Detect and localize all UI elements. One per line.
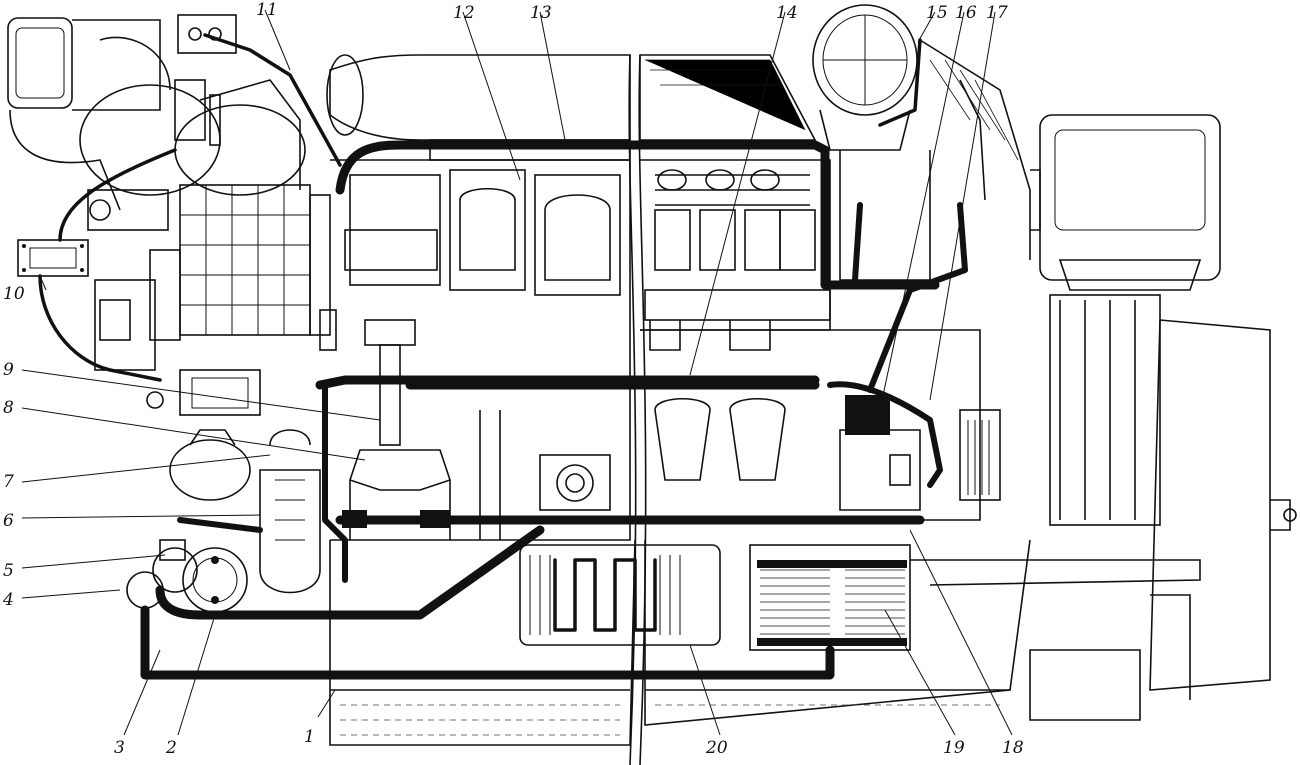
- callout-2: 2: [165, 738, 177, 758]
- callout-13: 13: [530, 3, 552, 23]
- left-riser: [322, 382, 348, 583]
- generator: [1029, 114, 1297, 721]
- filter-line: [58, 148, 177, 242]
- oil-pipes: [38, 33, 968, 680]
- callout-18: 18: [1002, 738, 1024, 758]
- pump-delivery: [140, 605, 835, 680]
- right-drive: [839, 409, 1201, 586]
- callout-1: 1: [304, 727, 315, 747]
- callout-12: 12: [453, 3, 475, 23]
- oil-cooler: [749, 544, 911, 651]
- callout-9: 9: [3, 360, 14, 380]
- callout-7: 7: [3, 472, 14, 492]
- intercooler: [149, 184, 331, 341]
- callout-5: 5: [3, 561, 14, 581]
- centrifugal-filter: [259, 429, 321, 594]
- left-housing: [94, 279, 337, 416]
- crankcase: [329, 54, 1031, 765]
- callout-3: 3: [114, 738, 125, 758]
- engine-body: [7, 4, 1297, 765]
- filter-return: [38, 274, 162, 382]
- callout-15: 15: [926, 3, 948, 23]
- callout-labels: 1 2 3 4 5 6 7 8 9 10 11 12 13 14 15 16 1…: [2, 0, 1024, 758]
- upper-oil-pipe: [335, 140, 940, 290]
- callout-8: 8: [3, 398, 14, 418]
- leader-lines: [21, 9, 1013, 736]
- callout-20: 20: [705, 738, 728, 758]
- callout-10: 10: [3, 284, 25, 304]
- cylinder-block: [330, 159, 981, 541]
- air-filter: [812, 4, 931, 281]
- callout-16: 16: [955, 3, 977, 23]
- intake-duct: [919, 39, 1031, 260]
- main-gallery: [315, 375, 820, 390]
- vent-line: [878, 38, 922, 127]
- callout-6: 6: [3, 511, 14, 531]
- piston-assembly: [348, 319, 786, 540]
- callout-11: 11: [256, 0, 278, 20]
- gauge-line: [203, 33, 342, 167]
- turbocharger-assembly: [7, 14, 306, 231]
- heat-exchanger: [519, 544, 721, 646]
- callout-17: 17: [986, 3, 1008, 23]
- centrifuge-pipe: [177, 517, 263, 533]
- pump-suction: [155, 525, 545, 620]
- oil-filter-box: [17, 239, 89, 277]
- callout-19: 19: [943, 738, 965, 758]
- callout-14: 14: [776, 3, 798, 23]
- callout-4: 4: [2, 590, 14, 610]
- upper-right-branch: [852, 202, 968, 393]
